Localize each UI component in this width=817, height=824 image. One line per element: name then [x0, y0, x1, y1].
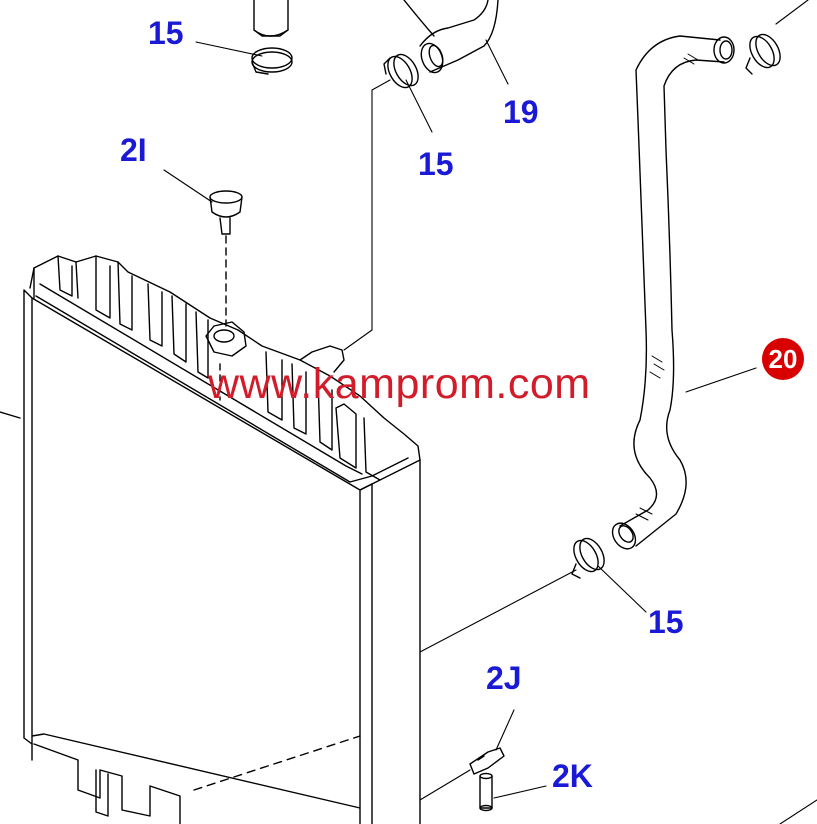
long-hose-20	[611, 35, 735, 550]
callout-15-top-left: 15	[148, 15, 184, 51]
leader-lines	[163, 0, 817, 824]
filler-cap-2i	[209, 190, 243, 327]
part-2k	[479, 772, 493, 812]
callout-2j: 2J	[486, 660, 522, 696]
clamp-top-right	[745, 33, 781, 75]
callout-19: 19	[503, 94, 539, 130]
radiator	[0, 255, 421, 824]
callout-15-top-middle: 15	[418, 146, 454, 182]
part-2j	[469, 747, 505, 775]
callout-2i: 2I	[120, 132, 147, 168]
clamp-top-middle	[383, 53, 419, 89]
clamp-top-left	[251, 47, 293, 75]
upper-hose-19	[253, 0, 499, 74]
callout-20-badge: 20	[762, 338, 804, 380]
watermark-text: www.kamprom.com	[208, 360, 591, 408]
callout-2k: 2K	[552, 758, 593, 794]
callout-15-lower-right: 15	[648, 604, 684, 640]
